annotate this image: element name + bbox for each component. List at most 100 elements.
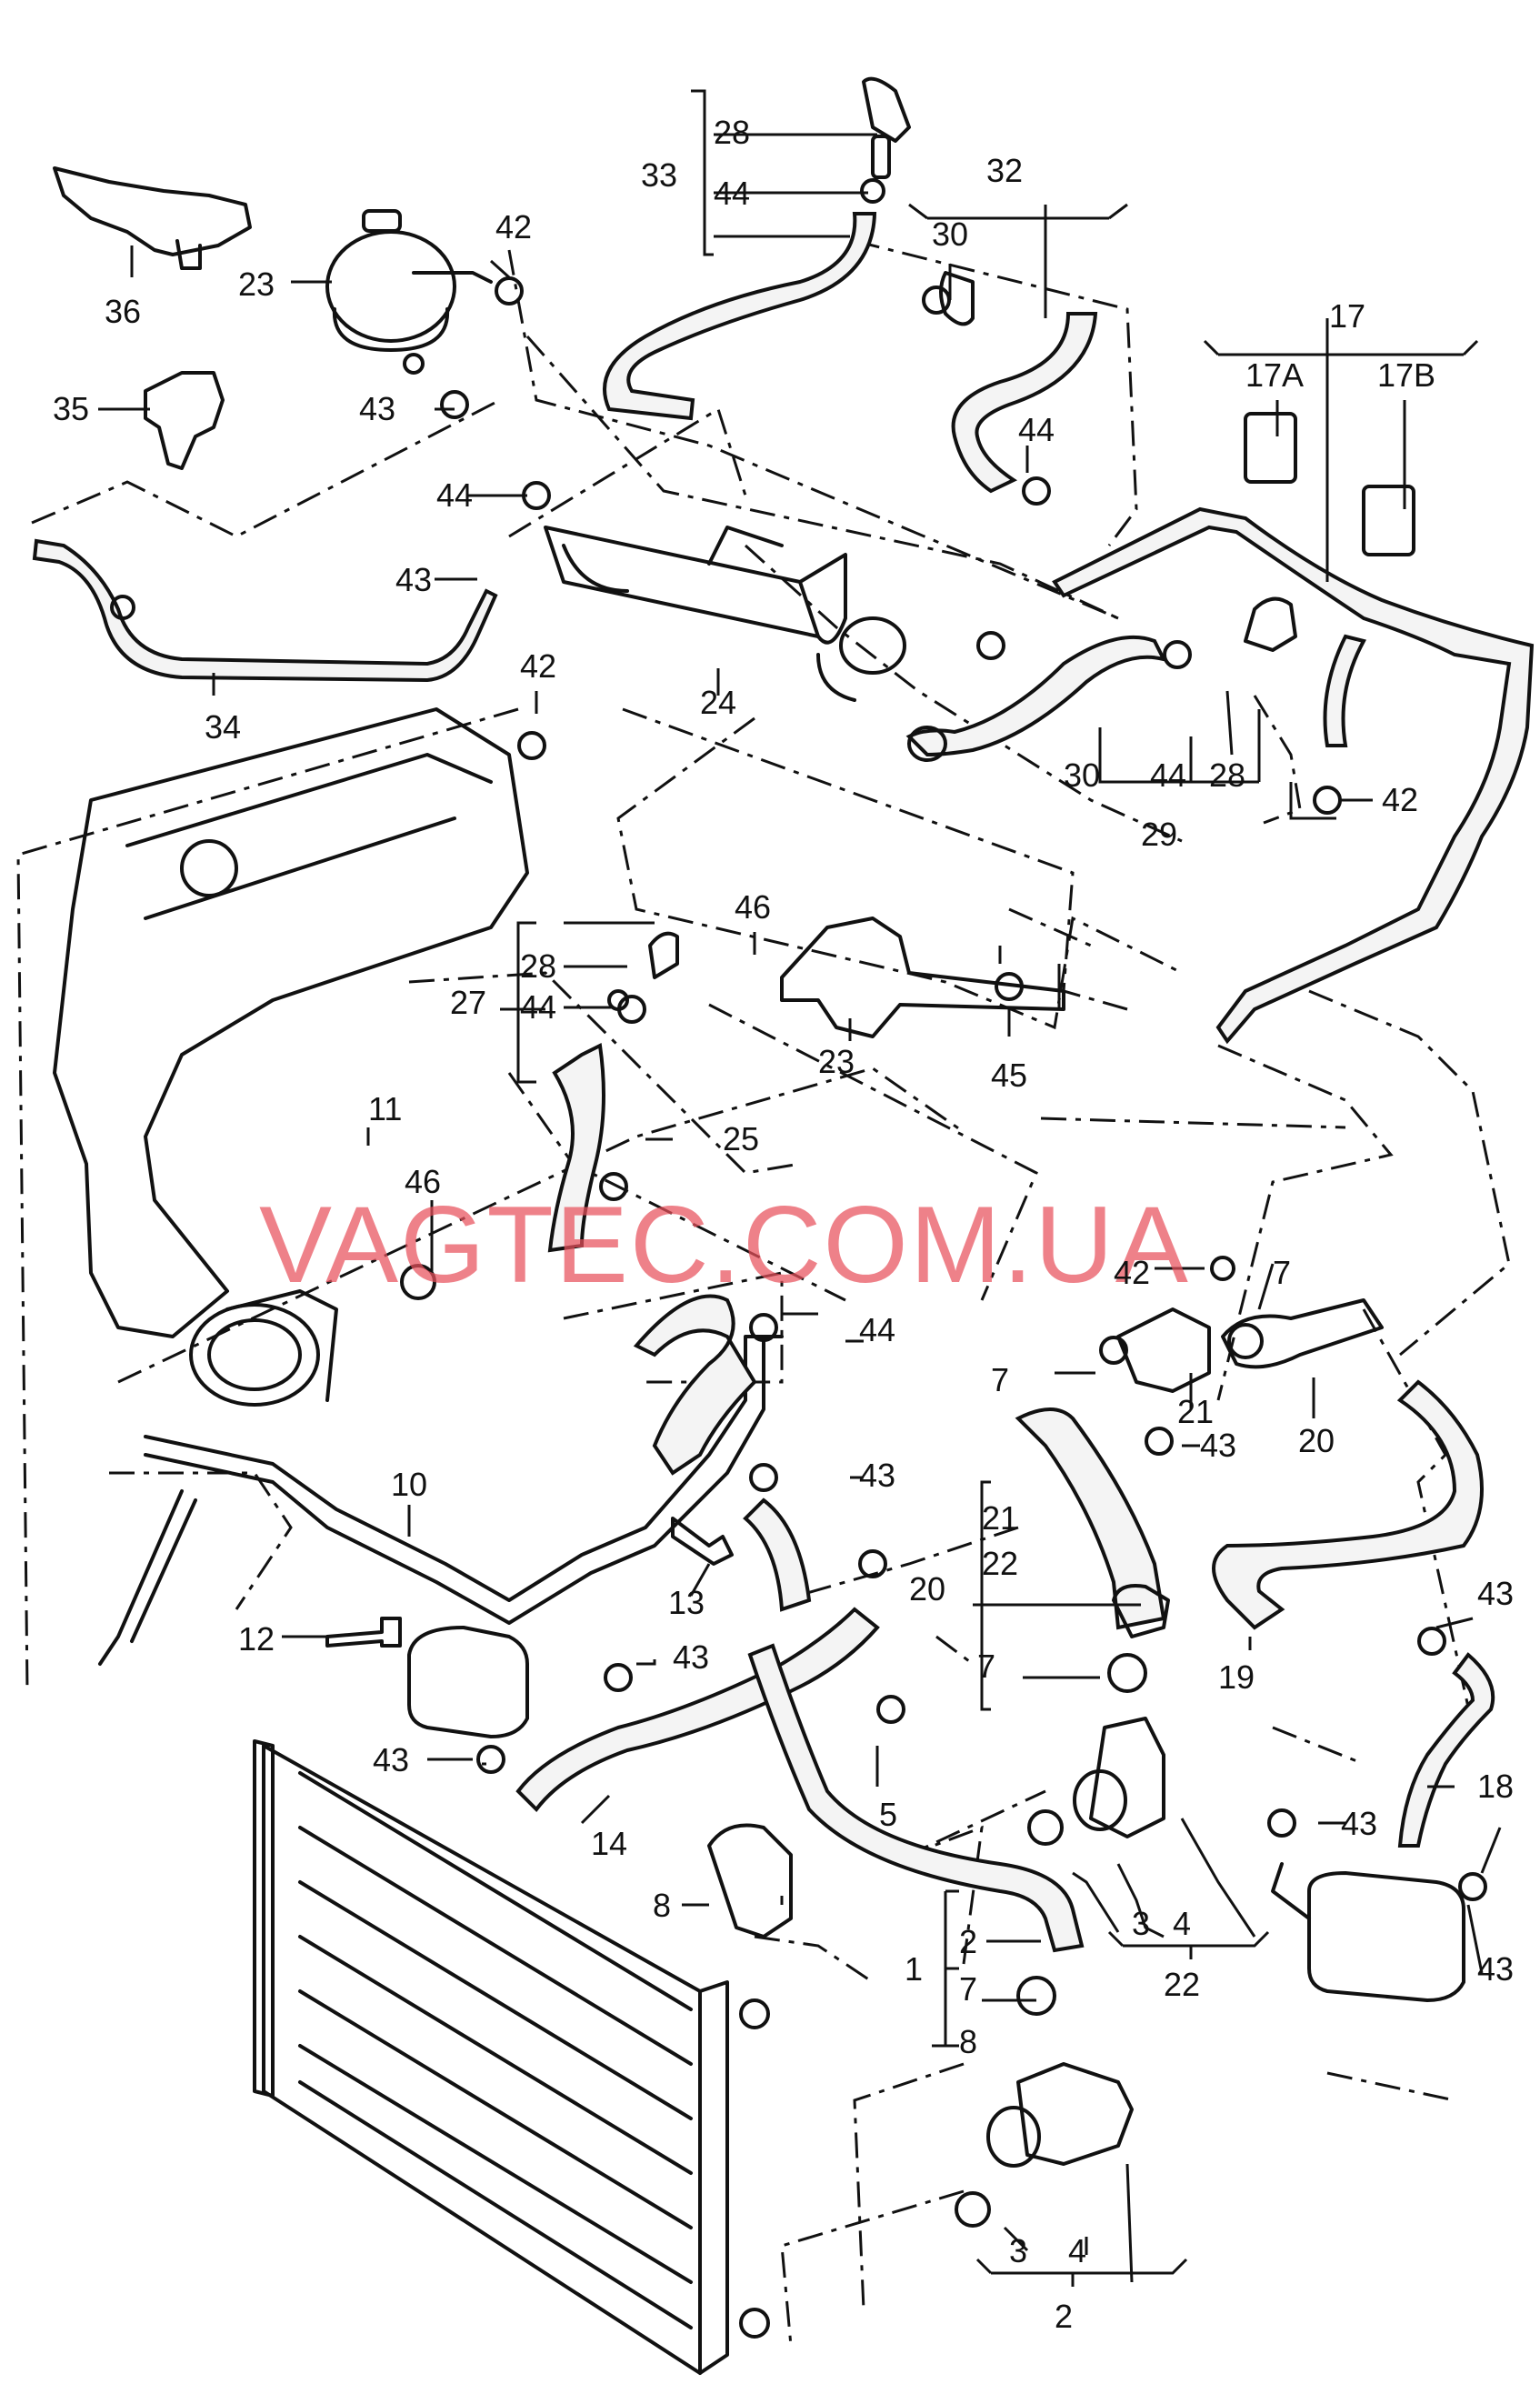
callout-42: 42 <box>1114 1254 1150 1291</box>
callout-44: 44 <box>714 175 750 212</box>
connector-23 <box>780 917 1065 1038</box>
callout-1: 1 <box>905 1950 923 1988</box>
callout-43: 43 <box>1341 1805 1377 1842</box>
callout-45: 45 <box>991 1057 1027 1094</box>
callout-32: 32 <box>986 152 1023 189</box>
callout-7: 7 <box>991 1361 1009 1398</box>
callout-2: 2 <box>1055 2298 1073 2335</box>
assembly-guide-lines <box>16 239 1511 2347</box>
coolant-pipe-24 <box>544 526 906 702</box>
callout-44: 44 <box>859 1311 895 1348</box>
callout-29: 29 <box>1141 816 1177 853</box>
callout-33: 33 <box>641 156 677 194</box>
callout-12: 12 <box>238 1620 275 1658</box>
callout-43: 43 <box>359 390 395 427</box>
callout-labels: 28 33 44 32 30 42 36 23 17 17A 17B 35 43… <box>53 114 1514 2335</box>
callout-46: 46 <box>735 888 771 926</box>
callout-8: 8 <box>959 2023 977 2060</box>
sensor-17a <box>1244 412 1297 484</box>
callout-8: 8 <box>653 1887 671 1924</box>
hose-29 <box>905 635 1167 757</box>
hose-18 <box>1397 1652 1495 1848</box>
callout-30: 30 <box>932 215 968 253</box>
callout-44: 44 <box>520 988 556 1026</box>
callout-43: 43 <box>1477 1575 1514 1612</box>
callout-13: 13 <box>668 1584 705 1621</box>
radiator <box>253 1739 770 2375</box>
callout-24: 24 <box>700 684 736 721</box>
callout-43: 43 <box>373 1741 409 1778</box>
pipe-10 <box>144 1335 784 1602</box>
bolt-12 <box>325 1617 402 1648</box>
oil-cooler <box>1307 1871 1465 2002</box>
callout-23: 23 <box>818 1043 855 1080</box>
callout-18: 18 <box>1477 1768 1514 1805</box>
callout-42: 42 <box>520 647 556 685</box>
callout-11: 11 <box>368 1090 402 1127</box>
callout-5: 5 <box>879 1796 897 1833</box>
callout-42: 42 <box>1382 781 1418 818</box>
connector-21 <box>1116 1307 1211 1393</box>
hose-17 <box>1052 506 1535 1045</box>
callout-35: 35 <box>53 390 89 427</box>
callout-3: 3 <box>1132 1905 1150 1942</box>
bolt-13 <box>671 1517 734 1566</box>
callout-20: 20 <box>909 1570 945 1608</box>
callout-43: 43 <box>1477 1950 1514 1988</box>
hose-14 <box>515 1607 880 1813</box>
callout-44: 44 <box>1018 411 1055 448</box>
sensor-17b <box>1362 485 1415 556</box>
clamp-8 <box>707 1823 793 1938</box>
callout-20: 20 <box>1298 1422 1335 1459</box>
callout-17: 17 <box>1329 297 1365 335</box>
callout-28: 28 <box>714 114 750 151</box>
callout-36: 36 <box>105 293 141 330</box>
callout-21: 21 <box>982 1499 1018 1537</box>
callout-17b: 17B <box>1377 356 1435 394</box>
callout-44: 44 <box>436 476 473 514</box>
callout-23: 23 <box>238 265 275 303</box>
callout-43: 43 <box>859 1457 895 1494</box>
callout-2: 2 <box>959 1923 977 1960</box>
watermark: VAGTEC.COM.UA <box>259 1184 1190 1306</box>
callout-44: 44 <box>1150 756 1186 794</box>
callout-25: 25 <box>723 1120 759 1157</box>
leader-lines <box>98 89 1502 2287</box>
callout-28: 28 <box>520 947 556 985</box>
reservoir <box>407 1626 529 1738</box>
callout-4: 4 <box>1173 1905 1191 1942</box>
callout-21: 21 <box>1177 1393 1214 1430</box>
callout-3: 3 <box>1009 2232 1027 2269</box>
callout-19: 19 <box>1218 1658 1255 1696</box>
callout-10: 10 <box>391 1466 427 1503</box>
callout-43: 43 <box>1200 1427 1236 1464</box>
hose-19 <box>1212 1379 1484 1630</box>
hose-27 <box>547 1042 605 1253</box>
callout-27: 27 <box>450 984 486 1021</box>
bracket-35 <box>144 371 225 470</box>
bracket-36 <box>53 166 252 256</box>
hose-34 <box>32 538 498 683</box>
expansion-tank <box>325 209 493 375</box>
callout-43: 43 <box>395 561 432 598</box>
callout-34: 34 <box>205 708 241 746</box>
callout-30: 30 <box>1064 756 1100 794</box>
callout-7: 7 <box>1273 1254 1291 1291</box>
callout-7: 7 <box>977 1648 995 1685</box>
flange-22 <box>1089 1717 1165 1838</box>
hose-clamps <box>400 178 1487 2016</box>
callout-7: 7 <box>959 1970 977 2008</box>
engine-block <box>53 707 529 1407</box>
callout-46: 46 <box>405 1163 441 1200</box>
callout-22: 22 <box>1164 1966 1200 2003</box>
hose-20 <box>1015 1407 1166 1630</box>
callout-28: 28 <box>1209 756 1245 794</box>
hose-1 <box>747 1643 1085 1953</box>
hose-33 <box>603 212 877 421</box>
callout-17a: 17A <box>1245 356 1304 394</box>
callout-42: 42 <box>495 208 532 245</box>
callout-4: 4 <box>1068 2232 1086 2269</box>
hose-32 <box>951 312 1098 494</box>
callout-43: 43 <box>673 1638 709 1676</box>
